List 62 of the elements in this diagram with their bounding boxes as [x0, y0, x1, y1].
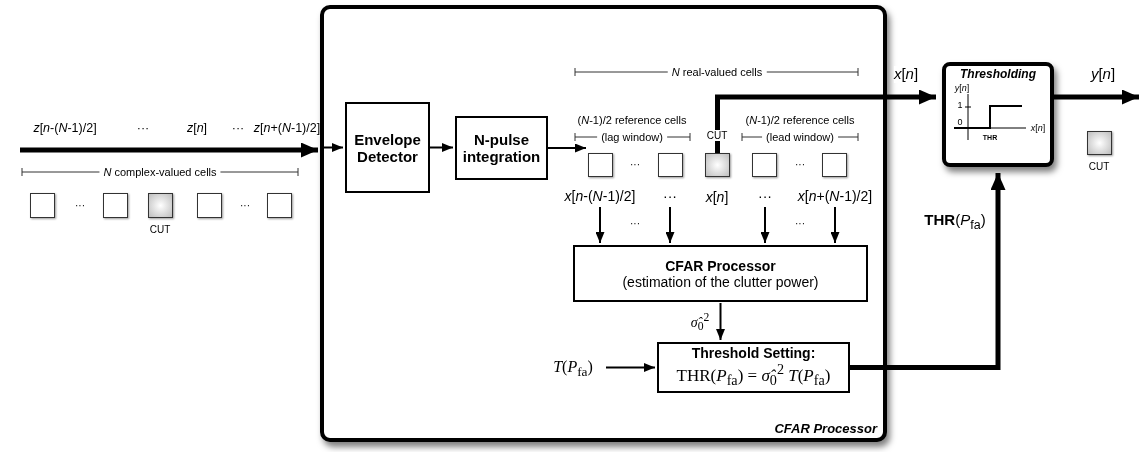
arrow — [547, 143, 587, 153]
arrow — [830, 206, 840, 244]
signal-label: ··· — [655, 188, 685, 206]
process-box — [657, 342, 850, 393]
edge-label: y[n] — [1090, 66, 1116, 83]
block-subtitle: (estimation of the clutter power) — [622, 273, 819, 290]
cut-cell-box — [1087, 131, 1112, 155]
cell-box — [752, 153, 777, 177]
arrow — [20, 142, 318, 158]
arrow — [716, 302, 725, 341]
arrow — [850, 173, 1006, 370]
cut-cell-box — [705, 153, 730, 177]
signal-label: z[n-(N-1)/2] — [33, 122, 97, 136]
arrow — [760, 206, 770, 244]
cell-box — [267, 193, 292, 218]
arrow — [1054, 89, 1139, 105]
arrow — [595, 206, 605, 244]
dimension-label: N complex-valued cells — [99, 166, 221, 179]
signal-label: z[n+(N-1)/2] — [253, 122, 321, 136]
signal-label: x[n] — [705, 190, 729, 206]
signal-label: x[n-(N-1)/2] — [560, 188, 640, 206]
panel-title: CFAR Processor — [774, 421, 877, 436]
cell-box — [588, 153, 613, 177]
signal-label: ··· — [750, 188, 780, 206]
edge-label: x[n] — [893, 66, 919, 83]
arrow — [429, 143, 454, 152]
block-title: N-pulse integration — [461, 131, 542, 165]
formula: THR(P$_{fa}$) = σ̂$_{0}$$^{2}$ T(P$_{fa}$) — [676, 361, 831, 390]
cell-box — [30, 193, 55, 218]
arrow — [665, 206, 675, 244]
block-title: Envelope Detector — [353, 130, 422, 165]
cell-box — [103, 193, 128, 218]
window-label: (N-1)/2 reference cells — [577, 114, 687, 127]
block-title: Thresholding — [960, 68, 1036, 82]
process-box — [345, 102, 430, 193]
cut-cell-box — [148, 193, 173, 218]
cell-caption: CUT — [1088, 161, 1110, 172]
threshold-box — [942, 62, 1054, 167]
axis-label: x[n] — [1030, 124, 1046, 134]
arrow — [605, 363, 656, 372]
block-title: Threshold Setting: — [691, 345, 816, 362]
block-title: CFAR Processor — [665, 257, 776, 274]
cell-caption: CUT — [149, 224, 171, 235]
signal-label: T(P$_{fa}$) — [540, 358, 606, 380]
signal-label: x[n+(N-1)/2] — [790, 188, 880, 206]
process-box — [455, 116, 548, 180]
signal-label: z[n] — [186, 122, 208, 136]
process-box — [573, 245, 868, 302]
cell-box — [197, 193, 222, 218]
dimension-label: (lag window) — [597, 131, 667, 144]
dimension-label: (lead window) — [762, 131, 838, 144]
tick-label: 1 — [957, 101, 963, 111]
window-label: (N-1)/2 reference cells — [745, 114, 855, 127]
processor-panel — [320, 5, 887, 442]
tick-label: 0 — [957, 118, 963, 128]
cell-box — [658, 153, 683, 177]
arrow — [323, 143, 344, 152]
cell-box — [822, 153, 847, 177]
axis-label: y[n] — [954, 84, 970, 94]
cell-caption: CUT — [706, 130, 728, 141]
dimension-label: N real-valued cells — [667, 66, 767, 79]
arrow — [715, 89, 936, 153]
